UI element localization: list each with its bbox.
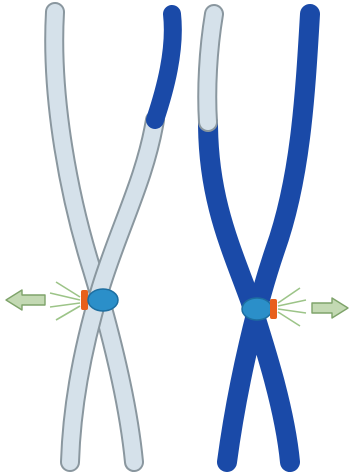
tension-lines-left <box>50 282 80 320</box>
tension-lines-right <box>278 288 306 326</box>
chromosome-right <box>207 14 348 462</box>
chromosome-left <box>6 12 173 462</box>
centromere-left <box>88 289 118 311</box>
recombined-segment-left <box>155 14 173 120</box>
pull-arrow-left-icon <box>6 290 45 310</box>
centromere-right <box>242 298 272 320</box>
pull-arrow-right-icon <box>312 298 348 318</box>
kinetochore-right <box>270 299 277 319</box>
kinetochore-left <box>81 290 88 310</box>
